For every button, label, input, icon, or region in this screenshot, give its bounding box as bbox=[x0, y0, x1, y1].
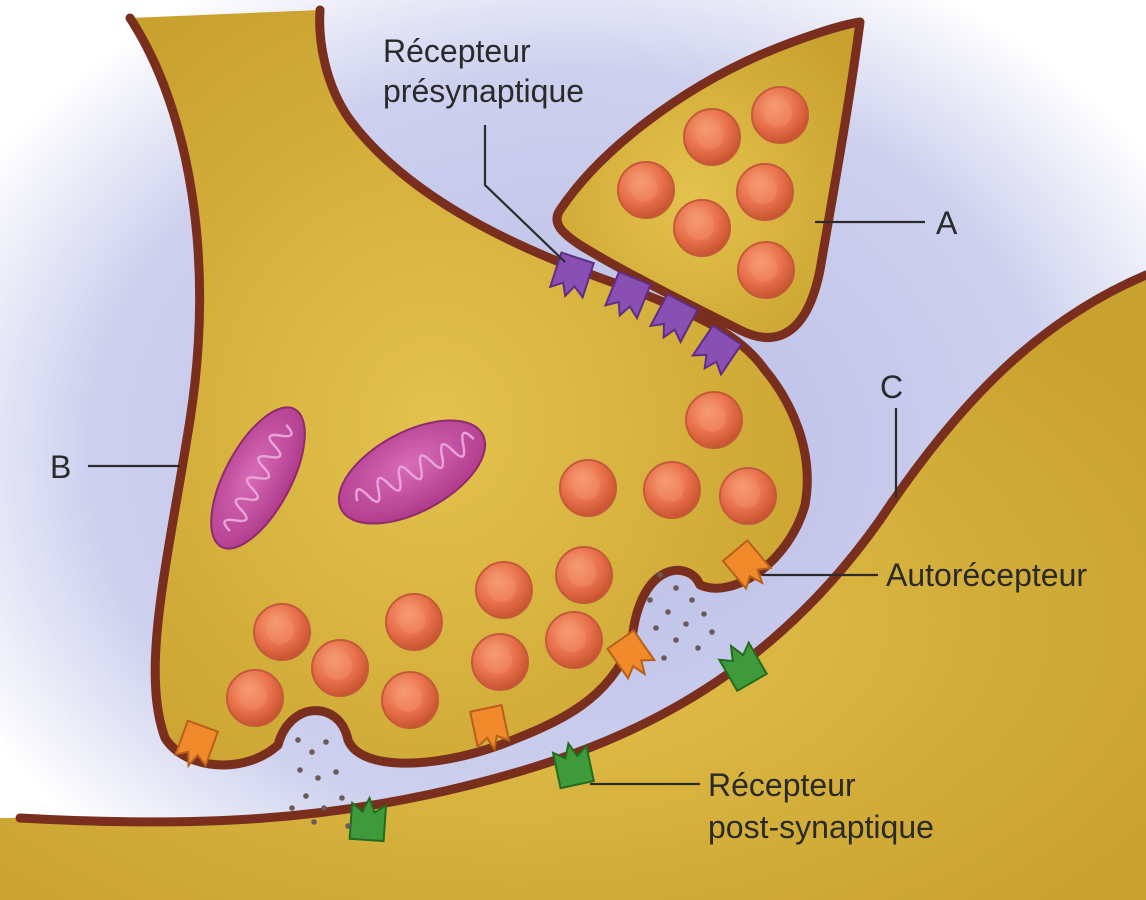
label-presynaptic-receptor-line1: Récepteur bbox=[383, 33, 531, 69]
vesicle-icon bbox=[674, 200, 730, 256]
vesicle-icon bbox=[738, 242, 794, 298]
vesicle-icon bbox=[386, 594, 442, 650]
vesicle-icon bbox=[382, 672, 438, 728]
label-a: A bbox=[936, 205, 958, 241]
vesicle-icon bbox=[312, 640, 368, 696]
vesicle-icon bbox=[476, 562, 532, 618]
vesicle-icon bbox=[556, 547, 612, 603]
vesicle-icon bbox=[227, 670, 283, 726]
label-postsynaptic-receptor-line2: post-synaptique bbox=[708, 809, 934, 845]
vesicle-icon bbox=[737, 164, 793, 220]
label-autoreceptor: Autorécepteur bbox=[886, 557, 1087, 593]
vesicle-icon bbox=[618, 162, 674, 218]
vesicle-icon bbox=[254, 604, 310, 660]
label-c: C bbox=[880, 369, 903, 405]
vesicle-icon bbox=[684, 109, 740, 165]
label-presynaptic-receptor-line2: présynaptique bbox=[383, 73, 584, 109]
vesicle-icon bbox=[546, 612, 602, 668]
vesicle-icon bbox=[560, 460, 616, 516]
vesicle-icon bbox=[720, 468, 776, 524]
vesicle-icon bbox=[686, 392, 742, 448]
vesicle-icon bbox=[472, 634, 528, 690]
label-postsynaptic-receptor-line1: Récepteur bbox=[708, 767, 856, 803]
vesicle-icon bbox=[644, 462, 700, 518]
vesicle-icon bbox=[752, 87, 808, 143]
label-b: B bbox=[50, 449, 71, 485]
